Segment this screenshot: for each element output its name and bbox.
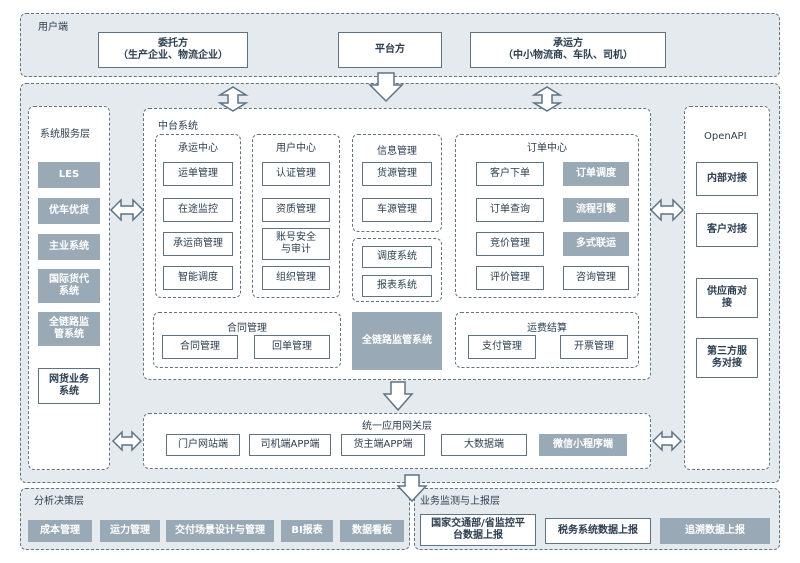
contract-title: 合同管理 (227, 323, 267, 334)
openapi-item: 第三方服 务对接 (696, 338, 758, 378)
analysis-title: 分析决策层 (34, 496, 84, 507)
contract-panel (153, 312, 341, 368)
analysis-item: 运力管理 (100, 520, 160, 542)
freight-item: 支付管理 (468, 335, 536, 359)
order-center-item: 评价管理 (476, 266, 544, 290)
carrier-center-panel (155, 134, 241, 298)
left-right-arrow-icon (651, 430, 683, 452)
gateway-item: 货主端APP端 (341, 434, 425, 456)
carrier-center-item: 在途监控 (163, 198, 233, 222)
user-center-panel (252, 134, 340, 298)
middle-platform-title: 中台系统 (158, 121, 198, 132)
openapi-title: OpenAPI (704, 131, 747, 142)
gateway-item: 大数据端 (441, 434, 527, 456)
user-center-title: 用户中心 (276, 143, 316, 154)
gateway-item: 门户网站端 (166, 434, 240, 456)
analysis-item: BI报表 (281, 520, 333, 542)
analysis-item: 数据看板 (340, 520, 404, 542)
carrier-center-item: 智能调度 (163, 266, 233, 290)
carrier-center-title: 承运中心 (178, 143, 218, 154)
system-service-item: 主业系统 (38, 234, 100, 260)
gateway-item: 微信小程序端 (539, 434, 627, 456)
freight-item: 开票管理 (560, 335, 628, 359)
gateway-item: 司机端APP端 (249, 434, 331, 456)
down-arrow-icon (382, 381, 414, 412)
user-center-item: 认证管理 (262, 162, 330, 186)
analysis-item: 成本管理 (28, 520, 92, 542)
left-right-arrow-icon (109, 198, 145, 222)
user-center-item: 资质管理 (262, 198, 330, 222)
carrier-box: 承运方 （中小物流商、车队、司机） (470, 32, 666, 68)
order-center-item: 订单调度 (563, 162, 629, 186)
contract-item: 回单管理 (254, 335, 330, 359)
contract-item: 合同管理 (162, 335, 238, 359)
gateway-title: 统一应用网关层 (362, 421, 432, 432)
freight-panel (455, 312, 639, 368)
info-mgmt-item: 车源管理 (362, 198, 432, 222)
platform-box: 平台方 (338, 32, 442, 68)
order-center-item: 流程引擎 (563, 198, 629, 222)
system-service-title: 系统服务层 (40, 129, 90, 140)
analysis-item: 交付场景设计与管理 (166, 520, 274, 542)
carrier-center-item: 承运商管理 (163, 232, 233, 256)
info-mgmt-panel (352, 134, 442, 232)
system-service-extra: 网货业务 系统 (38, 368, 100, 404)
up-down-arrow-icon (531, 86, 563, 112)
order-center-item: 竞价管理 (476, 232, 544, 256)
info-mgmt-title: 信息管理 (377, 146, 417, 157)
up-down-arrow-icon (217, 86, 249, 112)
monitor-item: 税务系统数据上报 (545, 518, 651, 544)
dispatch-item: 报表系统 (362, 275, 432, 297)
down-arrow-icon (368, 72, 404, 103)
carrier-center-item: 运单管理 (163, 162, 233, 186)
left-right-arrow-icon (111, 430, 143, 452)
monitor-title: 业务监测与上报层 (420, 496, 500, 507)
order-center-item: 订单查询 (476, 198, 544, 222)
monitor-item: 追溯数据上报 (660, 518, 770, 544)
user-end-title: 用户端 (38, 22, 68, 33)
full-chain-box: 全链路监管系统 (352, 312, 442, 370)
order-center-title: 订单中心 (527, 143, 567, 154)
dispatch-item: 调度系统 (362, 246, 432, 268)
order-center-item: 客户下单 (476, 162, 544, 186)
user-center-item: 账号安全 与审计 (262, 228, 330, 260)
dispatch-panel (352, 238, 442, 302)
freight-title: 运费结算 (527, 323, 567, 334)
info-mgmt-item: 货源管理 (362, 162, 432, 186)
system-service-item: 国际货代 系统 (38, 269, 100, 303)
user-center-item: 组织管理 (262, 266, 330, 290)
system-service-item: 全链路监 管系统 (38, 312, 100, 346)
system-service-item: LES (38, 162, 100, 188)
order-center-panel (455, 134, 639, 298)
openapi-item: 供应商对 接 (696, 278, 758, 318)
left-right-arrow-icon (649, 198, 685, 222)
client-box: 委托方 （生产企业、物流企业） (98, 32, 248, 68)
order-center-item: 多式联运 (563, 232, 629, 256)
monitor-item: 国家交通部/省监控平 台数据上报 (420, 514, 536, 546)
openapi-item: 客户对接 (696, 213, 758, 247)
down-arrow-icon (396, 474, 428, 503)
order-center-item: 咨询管理 (563, 266, 629, 290)
system-service-item: 优车优货 (38, 198, 100, 224)
openapi-item: 内部对接 (696, 162, 758, 196)
